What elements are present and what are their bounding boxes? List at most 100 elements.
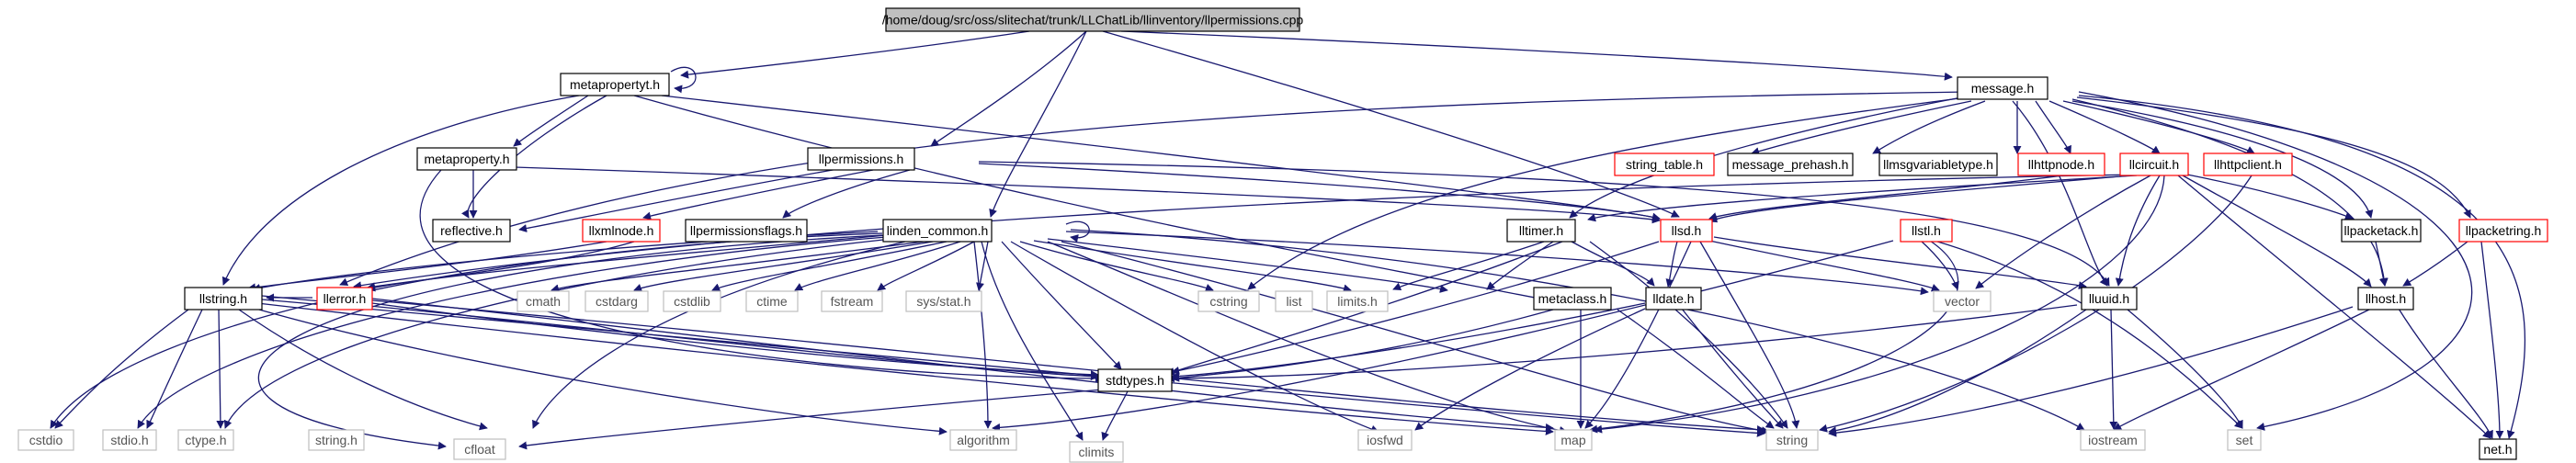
node-algorithm[interactable]: algorithm bbox=[949, 429, 1017, 451]
svg-text:llpermissions.h: llpermissions.h bbox=[819, 152, 904, 166]
node-metapropertyt-h[interactable]: metapropertyt.h bbox=[560, 73, 670, 96]
svg-text:algorithm: algorithm bbox=[957, 433, 1010, 447]
svg-text:set: set bbox=[2236, 433, 2253, 447]
edge-llcircuit-llpacketack bbox=[2186, 174, 2354, 220]
node-fstream[interactable]: fstream bbox=[821, 290, 883, 312]
node-set[interactable]: set bbox=[2227, 429, 2262, 451]
svg-text:metaclass.h: metaclass.h bbox=[1538, 291, 1607, 306]
svg-text:iosfwd: iosfwd bbox=[1367, 433, 1403, 447]
node-stdio-h[interactable]: stdio.h bbox=[102, 429, 157, 451]
edge-llsd-lldate bbox=[1665, 241, 1678, 288]
svg-text:vector: vector bbox=[1945, 294, 1980, 309]
node-llpermissions-h[interactable]: llpermissions.h bbox=[807, 147, 915, 171]
node-cstdlib[interactable]: cstdlib bbox=[663, 290, 721, 312]
edge-llhost-net bbox=[2398, 308, 2493, 439]
node-map[interactable]: map bbox=[1554, 429, 1593, 451]
edge-lltimer-string bbox=[1589, 241, 1788, 429]
node-linden-common-h[interactable]: linden_common.h bbox=[882, 219, 993, 243]
node-llhost-h[interactable]: llhost.h bbox=[2357, 287, 2414, 311]
node-llstring-h[interactable]: llstring.h bbox=[184, 287, 263, 311]
node-ctype-h[interactable]: ctype.h bbox=[177, 429, 234, 451]
edge-metapropertyt-metaclass bbox=[633, 95, 1549, 303]
edge-linden-common-iosfwd bbox=[1010, 241, 1379, 434]
edge-llsd-lluuid bbox=[1713, 236, 2087, 290]
node-metaclass-h[interactable]: metaclass.h bbox=[1533, 287, 1612, 311]
node-message-h[interactable]: message.h bbox=[1957, 76, 2048, 100]
node-llsd-h[interactable]: llsd.h bbox=[1660, 219, 1713, 243]
edge-root-metapropertyt bbox=[680, 30, 1030, 79]
svg-text:ctype.h: ctype.h bbox=[185, 433, 226, 447]
node-stdtypes-h[interactable]: stdtypes.h bbox=[1097, 368, 1173, 392]
edge-linden-common-ctime bbox=[794, 241, 961, 291]
edge-lluuid-iostream bbox=[2109, 309, 2118, 430]
node-llhttpnode-h[interactable]: llhttpnode.h bbox=[2017, 152, 2105, 176]
node-sys-stat-h[interactable]: sys/stat.h bbox=[905, 290, 982, 312]
edge-llpacketack-llhost bbox=[2375, 241, 2388, 287]
edge-metaproperty-stdtypes bbox=[419, 169, 1104, 383]
node-llmsgvariabletype-h[interactable]: llmsgvariabletype.h bbox=[1878, 152, 1998, 176]
node-message-prehash-h[interactable]: message_prehash.h bbox=[1727, 152, 1854, 176]
node-string[interactable]: string bbox=[1765, 429, 1819, 451]
dependency-edges bbox=[50, 30, 2526, 450]
edge-linden-common-fstream bbox=[877, 241, 975, 291]
edge-message-message-prehash bbox=[1872, 100, 1986, 154]
node-lltimer-h[interactable]: lltimer.h bbox=[1506, 219, 1576, 243]
node-llhttpclient-h[interactable]: llhttpclient.h bbox=[2203, 152, 2293, 176]
node-llerror-h[interactable]: llerror.h bbox=[316, 287, 373, 311]
edge-message-net bbox=[2078, 95, 2526, 439]
node-llxmlnode-h[interactable]: llxmlnode.h bbox=[582, 219, 661, 243]
edge-metaclass-stdtypes bbox=[1171, 309, 1554, 382]
edge-llsd-map bbox=[1584, 241, 1692, 429]
node-llpacketack-h[interactable]: llpacketack.h bbox=[2341, 219, 2422, 243]
edge-llcircuit-llhost bbox=[2182, 175, 2372, 288]
edge-llcircuit-net bbox=[2177, 175, 2491, 439]
node-cstdarg[interactable]: cstdarg bbox=[584, 290, 649, 312]
node-vector[interactable]: vector bbox=[1933, 290, 1992, 312]
node-reflective-h[interactable]: reflective.h bbox=[432, 219, 511, 243]
edge-llhttpnode-llsd bbox=[1708, 175, 2064, 220]
node-llpermissions-cpp[interactable]: /home/doug/src/oss/slitechat/trunk/LLCha… bbox=[882, 7, 1304, 32]
node-llstl-h[interactable]: llstl.h bbox=[1900, 219, 1953, 243]
node-lldate-h[interactable]: lldate.h bbox=[1645, 287, 1702, 311]
node-list[interactable]: list bbox=[1275, 290, 1313, 312]
edge-linden-common-limits bbox=[1047, 238, 1448, 293]
node-iostream[interactable]: iostream bbox=[2080, 429, 2146, 451]
node-net-h[interactable]: net.h bbox=[2479, 438, 2517, 460]
svg-text:llhttpnode.h: llhttpnode.h bbox=[2028, 157, 2094, 172]
edge-message-llcircuit bbox=[2048, 100, 2161, 154]
node-cfloat[interactable]: cfloat bbox=[453, 438, 506, 460]
edge-metapropertyt-llstring bbox=[221, 95, 580, 286]
edge-lldate-stdtypes bbox=[1171, 302, 1646, 380]
svg-text:message.h: message.h bbox=[1971, 81, 2034, 96]
edge-lltimer-lldate bbox=[1571, 241, 1655, 287]
edge-message-llhttpnode bbox=[2035, 100, 2071, 154]
node-climits[interactable]: climits bbox=[1069, 441, 1124, 463]
edge-llerror-stdtypes bbox=[371, 302, 1099, 379]
node-lluuid-h[interactable]: lluuid.h bbox=[2081, 287, 2138, 311]
edge-linden-common-iostream bbox=[1070, 229, 2085, 431]
node-string-table-h[interactable]: string_table.h bbox=[1614, 152, 1715, 176]
edge-root-llsd bbox=[1102, 30, 1680, 218]
svg-text:ctime: ctime bbox=[756, 294, 788, 309]
node-llpermissionsflags-h[interactable]: llpermissionsflags.h bbox=[685, 219, 808, 243]
svg-text:string_table.h: string_table.h bbox=[1626, 157, 1703, 172]
node-cstring[interactable]: cstring bbox=[1197, 290, 1260, 312]
edge-llsd-string bbox=[1699, 241, 1800, 429]
edge-lldate-string bbox=[1681, 308, 1784, 429]
node-llpacketring-h[interactable]: llpacketring.h bbox=[2458, 219, 2548, 243]
svg-text:cstdarg: cstdarg bbox=[596, 294, 638, 309]
node-cmath[interactable]: cmath bbox=[516, 290, 570, 312]
node-limits-h[interactable]: limits.h bbox=[1326, 290, 1389, 312]
edge-linden-common-self bbox=[1065, 220, 1090, 243]
node-metaproperty-h[interactable]: metaproperty.h bbox=[416, 147, 517, 171]
edge-llpacketring-net bbox=[2480, 241, 2504, 439]
edge-lluuid-stdtypes bbox=[1166, 304, 2078, 383]
node-llcircuit-h[interactable]: llcircuit.h bbox=[2119, 152, 2189, 176]
node-ctime[interactable]: ctime bbox=[745, 290, 799, 312]
svg-text:iostream: iostream bbox=[2088, 433, 2138, 447]
node-cstdio[interactable]: cstdio bbox=[17, 429, 74, 451]
svg-text:sys/stat.h: sys/stat.h bbox=[916, 294, 970, 309]
node-iosfwd[interactable]: iosfwd bbox=[1357, 429, 1413, 451]
edge-llstring-map bbox=[256, 302, 1554, 435]
node-string-h[interactable]: string.h bbox=[308, 429, 365, 451]
